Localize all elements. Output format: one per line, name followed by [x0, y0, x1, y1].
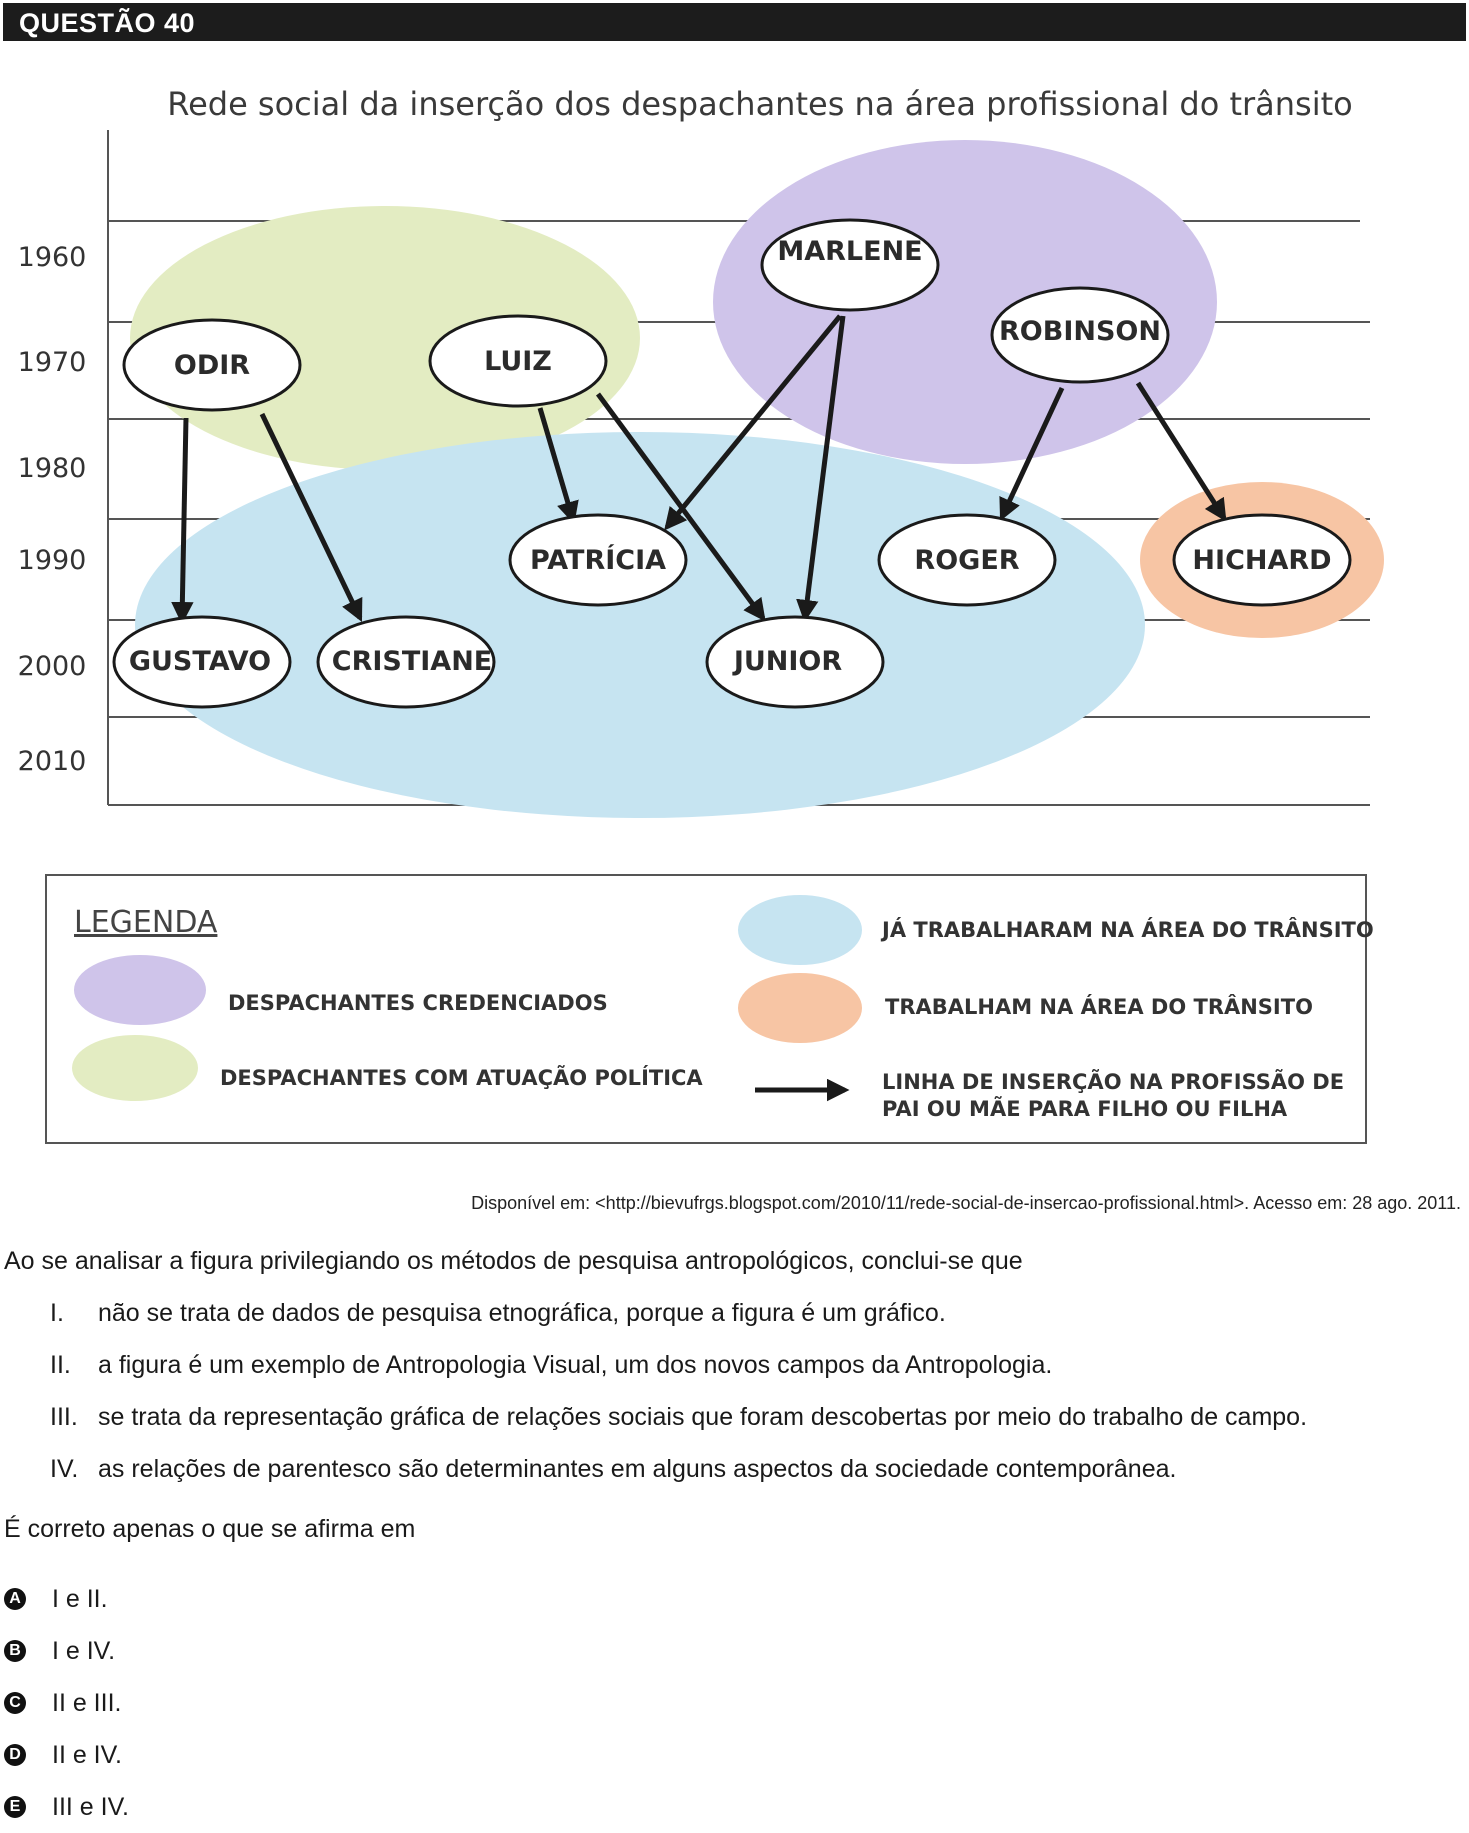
legend-label-trabalham: TRABALHAM NA ÁREA DO TRÂNSITO	[885, 994, 1313, 1019]
legend-swatch-trabalham	[738, 973, 862, 1043]
node-odir	[122, 318, 302, 412]
arrow-marlene-junior	[796, 315, 846, 623]
node-label-patricia: PATRÍCIA	[530, 544, 666, 576]
node-label-hichard: HICHARD	[1192, 545, 1331, 576]
figure-title: Rede social da inserção dos despachantes…	[167, 85, 1352, 123]
node-label-robinson: ROBINSON	[999, 316, 1161, 347]
statement-text: se trata da representação gráfica de rel…	[98, 1403, 1308, 1431]
arrow-marlene-patricia	[664, 314, 842, 531]
year-label-1970: 1970	[18, 347, 87, 378]
option-letter-badge: B	[4, 1640, 26, 1662]
node-gustavo	[112, 615, 292, 709]
option-text: II e IV.	[52, 1740, 122, 1769]
legend-label-linha-2: PAI OU MÃE PARA FILHO OU FILHA	[882, 1096, 1288, 1121]
legend-label-credenciados: DESPACHANTES CREDENCIADOS	[228, 991, 608, 1015]
node-label-cristiane: CRISTIANE	[332, 646, 493, 677]
arrow-odir-gustavo	[171, 417, 194, 625]
node-label-luiz: LUIZ	[484, 346, 552, 377]
legend-label-atuacao-politica: DESPACHANTES COM ATUAÇÃO POLÍTICA	[220, 1065, 703, 1090]
statement-number: III.	[50, 1403, 78, 1431]
node-junior	[705, 615, 885, 709]
arrow-robinson-hichard	[1135, 381, 1227, 522]
node-hichard	[1172, 513, 1352, 607]
answer-option-b[interactable]: B I e IV.	[4, 1625, 129, 1677]
legend-swatch-atuacao-politica	[72, 1035, 198, 1101]
year-label-2000: 2000	[18, 651, 87, 682]
node-label-junior: JUNIOR	[732, 646, 843, 677]
answer-option-e[interactable]: E III e IV.	[4, 1781, 129, 1833]
statement-text: as relações de parentesco são determinan…	[98, 1455, 1177, 1483]
statement-text: a figura é um exemplo de Antropologia Vi…	[98, 1351, 1053, 1379]
node-robinson	[990, 286, 1170, 384]
option-letter-badge: D	[4, 1744, 26, 1766]
node-marlene	[760, 218, 940, 312]
node-luiz	[428, 314, 608, 408]
question-header: QUESTÃO 40	[3, 3, 1466, 41]
option-letter-badge: A	[4, 1588, 26, 1610]
statement-text: não se trata de dados de pesquisa etnogr…	[98, 1299, 946, 1327]
statement-number: II.	[50, 1351, 71, 1379]
year-label-1960: 1960	[18, 242, 87, 273]
answer-option-a[interactable]: A I e II.	[4, 1573, 129, 1625]
legend-swatch-credenciados	[74, 955, 206, 1025]
arrow-robinson-roger	[999, 386, 1065, 522]
node-label-odir: ODIR	[174, 350, 250, 381]
year-label-2010: 2010	[18, 746, 87, 777]
node-label-roger: ROGER	[914, 545, 1019, 576]
statement-number: I.	[50, 1299, 64, 1327]
legend-label-linha-1: LINHA DE INSERÇÃO NA PROFISSÃO DE	[882, 1069, 1344, 1094]
former-transit-workers-area	[135, 432, 1145, 818]
answer-options: A I e II. B I e IV. C II e III. D II e IV. E…	[4, 1573, 129, 1833]
social-network-figure: Rede social da inserção dos despachantes…	[0, 50, 1469, 1190]
option-text: III e IV.	[52, 1792, 129, 1821]
arrow-odir-cristiane	[259, 412, 363, 623]
legend-label-ja-trabalharam: JÁ TRABALHARAM NA ÁREA DO TRÂNSITO	[880, 917, 1374, 942]
question-stem: Ao se analisar a figura privilegiando os…	[4, 1247, 1023, 1275]
statement-item: I. não se trata de dados de pesquisa etno…	[50, 1299, 1307, 1351]
statement-number: IV.	[50, 1455, 79, 1483]
option-text: II e III.	[52, 1688, 122, 1717]
option-letter-badge: C	[4, 1692, 26, 1714]
answer-option-d[interactable]: D II e IV.	[4, 1729, 129, 1781]
legend-swatch-ja-trabalharam	[738, 895, 862, 965]
node-label-gustavo: GUSTAVO	[129, 646, 271, 677]
option-text: I e II.	[52, 1584, 108, 1613]
node-label-marlene: MARLENE	[777, 236, 922, 267]
question-prompt: É correto apenas o que se afirma em	[4, 1515, 416, 1543]
node-roger	[877, 513, 1057, 607]
option-letter-badge: E	[4, 1796, 26, 1818]
legend-box	[45, 874, 1367, 1144]
statement-item: III. se trata da representação gráfica de…	[50, 1403, 1307, 1455]
statement-item: II. a figura é um exemplo de Antropologia…	[50, 1351, 1307, 1403]
year-label-1990: 1990	[18, 545, 87, 576]
insertion-arrows	[171, 314, 1227, 625]
legend-title: LEGENDA	[74, 905, 218, 940]
node-cristiane	[316, 615, 496, 709]
node-patricia	[508, 513, 688, 607]
arrow-luiz-patricia	[537, 407, 579, 525]
statement-list: I. não se trata de dados de pesquisa etno…	[50, 1299, 1307, 1507]
year-label-1980: 1980	[18, 453, 87, 484]
answer-option-c[interactable]: C II e III.	[4, 1677, 129, 1729]
option-text: I e IV.	[52, 1636, 116, 1665]
source-citation: Disponível em: <http://bievufrgs.blogspo…	[471, 1193, 1461, 1213]
statement-item: IV. as relações de parentesco são determi…	[50, 1455, 1307, 1507]
